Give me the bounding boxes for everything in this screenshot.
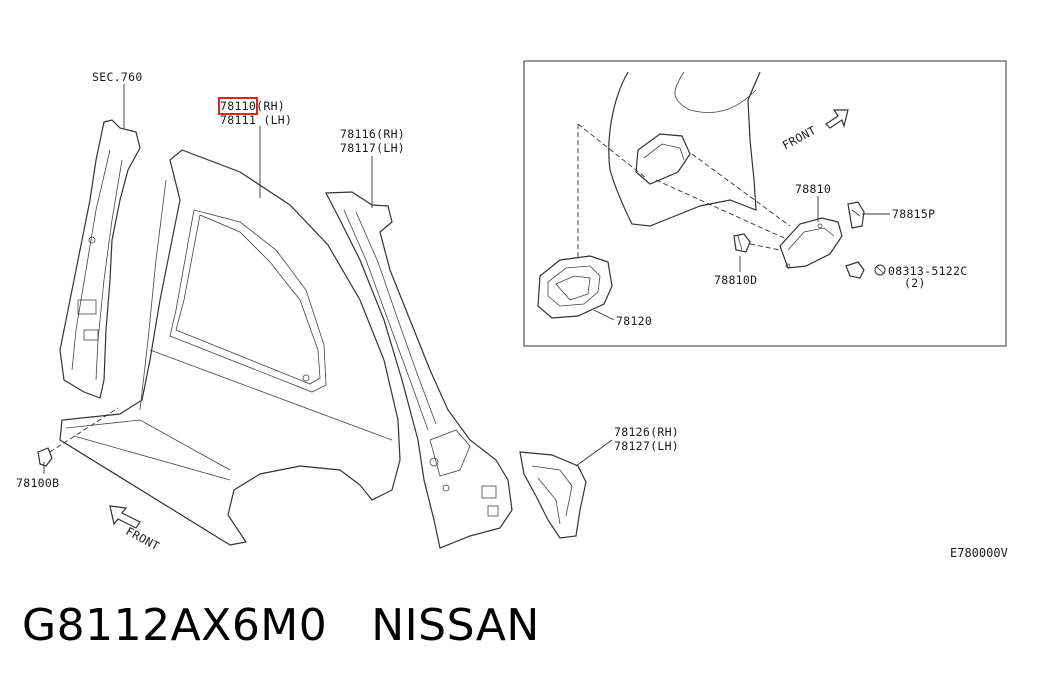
filler-ring-part [537,255,613,319]
label-78126: 78126(RH) [614,425,680,439]
part-number: G8112AX6M0 [22,600,328,651]
clip-part [37,407,119,467]
label-08313-qty: (2) [904,276,926,290]
quarter-panel-part [59,149,401,546]
label-78110: 78110(RH) [217,97,286,115]
rear-pillar-part [325,191,513,549]
inset-frame [523,60,1007,347]
front-arrow-inset [825,109,849,129]
filler-lid-part [779,217,843,269]
footer-caption: G8112AX6M0 NISSAN [22,600,540,651]
screw-part [845,261,886,279]
label-78100b: 78100B [16,476,60,490]
label-78815p: 78815P [892,207,936,221]
label-78120: 78120 [616,314,653,328]
label-78810: 78810 [795,182,832,196]
label-78810d: 78810D [714,273,758,287]
brand-name: NISSAN [371,600,540,651]
front-arrow-main [109,505,141,529]
label-78116: 78116(RH) [340,127,406,141]
highlight-78110: 78110 [217,97,259,115]
bracket-part [519,451,587,539]
label-78127: 78127(LH) [614,439,680,453]
figure-code: E780000V [950,546,1008,560]
pillar-part [59,119,141,399]
inset-body-part [608,71,761,227]
label-78117: 78117(LH) [340,141,406,155]
label-78110-side: (RH) [256,99,286,113]
spring-part [847,201,865,229]
label-78111: 78111 (LH) [220,113,293,127]
label-sec760: SEC.760 [92,70,143,84]
bumper-part [733,233,751,253]
label-08313: 08313-5122C [888,264,968,278]
